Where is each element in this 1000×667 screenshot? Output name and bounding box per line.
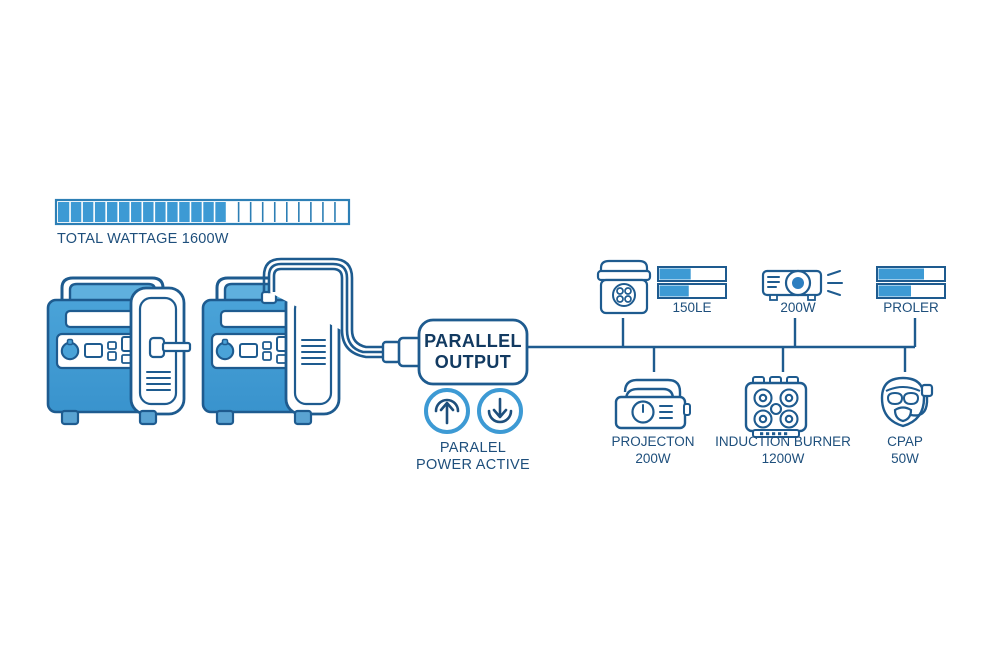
induction-burner-label-line2: 1200W [762, 451, 805, 466]
projector-lamp-label: 200W [780, 300, 816, 315]
parallel-output-line2: OUTPUT [435, 352, 511, 372]
parallel-output-line1: PARALLEL [424, 331, 522, 351]
cpap-mask-icon: CPAP 50W [880, 376, 934, 466]
distribution-bus [527, 318, 917, 372]
projector-box-icon: PROJECTON 200W [611, 378, 695, 466]
total-wattage-label: TOTAL WATTAGE 1600W [57, 231, 229, 247]
portable-fridge-icon [596, 259, 652, 315]
induction-burner-icon: INDUCTION BURNER 1200W [715, 376, 851, 466]
parallel-power-status: PARALEL POWER ACTIVE [416, 388, 530, 473]
projector-label-line2: 200W [635, 451, 671, 466]
power-station-1 [46, 276, 192, 426]
projector-label-line1: PROJECTON [611, 434, 694, 449]
induction-burner-label-line1: INDUCTION BURNER [715, 434, 851, 449]
parallel-status-line1: PARALEL [440, 440, 506, 456]
bar-meter-150le-label: 150LE [672, 300, 711, 315]
parallel-cable [260, 257, 424, 368]
bar-meter-proler-label: PROLER [883, 300, 939, 315]
total-wattage-meter: TOTAL WATTAGE 1600W [54, 198, 351, 247]
bar-meter-150le: 150LE [657, 266, 727, 315]
arrow-up-circle-icon [424, 388, 470, 434]
arrow-down-circle-icon [477, 388, 523, 434]
parallel-output-box[interactable]: PARALLEL OUTPUT [417, 318, 529, 386]
cpap-label-line2: 50W [891, 451, 919, 466]
projector-beam-icon: 200W [761, 269, 843, 315]
cpap-label-line1: CPAP [887, 434, 923, 449]
side-vent-module-1 [129, 286, 192, 416]
parallel-status-line2: POWER ACTIVE [416, 457, 530, 473]
bar-meter-proler: PROLER [876, 266, 946, 315]
